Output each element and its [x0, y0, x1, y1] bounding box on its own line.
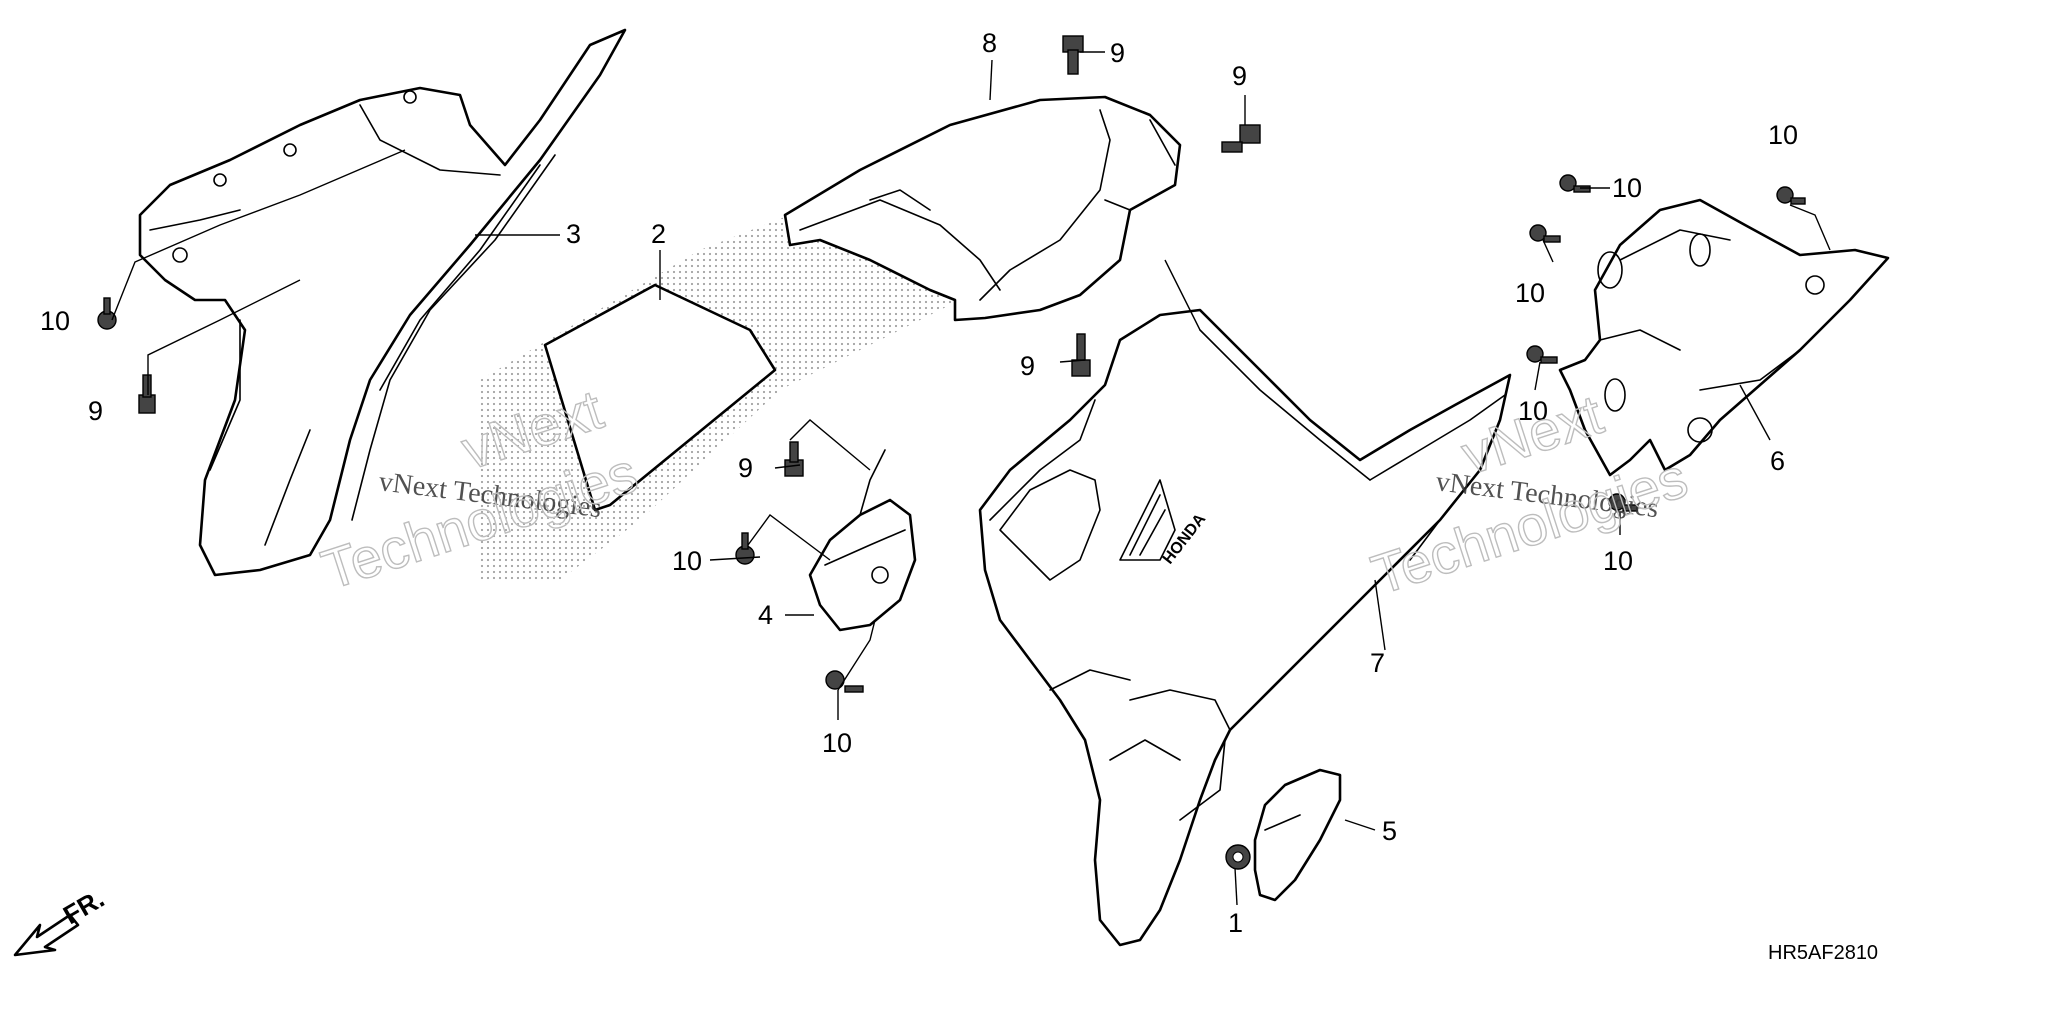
- bolt-9-mid: [1071, 333, 1091, 377]
- bolt-9-right: [1221, 124, 1261, 153]
- callout-screw-9-mid: 9: [1020, 351, 1035, 381]
- screw-10-left: [97, 297, 117, 330]
- front-direction-arrow-icon: FR.: [13, 883, 109, 957]
- callout-screw-9-center: 9: [738, 453, 753, 483]
- part-6-right-side-cover: [1558, 198, 1890, 477]
- screw-10-r2: [1529, 224, 1561, 243]
- screw-10-r3: [1526, 345, 1558, 364]
- callout-part-7: 7: [1370, 648, 1385, 678]
- screw-10-r5: [1776, 186, 1806, 205]
- callout-screw-10-r2: 10: [1515, 278, 1545, 308]
- screw-10-bottom: [825, 670, 864, 693]
- part-3-left-side-cover: [138, 28, 627, 577]
- diagram-code: HR5AF2810: [1768, 942, 1878, 964]
- callout-screw-9-left: 9: [88, 396, 103, 426]
- part-2-panel: [543, 283, 777, 512]
- screw-10-r1: [1559, 174, 1591, 193]
- bolt-9-top: [1062, 35, 1084, 75]
- callout-part-5: 5: [1382, 816, 1397, 846]
- callout-part-3: 3: [566, 219, 581, 249]
- screw-10-r4: [1608, 493, 1638, 512]
- callout-part-8: 8: [982, 28, 997, 58]
- callout-screw-10-r5: 10: [1768, 120, 1798, 150]
- callout-part-6: 6: [1770, 446, 1785, 476]
- part-8-upper-cover: [783, 95, 1182, 322]
- callout-part-1: 1: [1228, 908, 1243, 938]
- callout-screw-10-left: 10: [40, 306, 70, 336]
- part-5-lid: [1253, 768, 1342, 902]
- watermark-left: vNext Technologies vNext Technologies: [314, 376, 646, 602]
- callout-screw-10-bottom: 10: [822, 728, 852, 758]
- callout-screw-10-center: 10: [672, 546, 702, 576]
- bolt-9-left: [138, 374, 156, 414]
- callout-part-4: 4: [758, 600, 773, 630]
- callout-screw-9-top: 9: [1110, 38, 1125, 68]
- callout-screw-10-r1: 10: [1612, 173, 1642, 203]
- fasteners: [97, 35, 1806, 693]
- callout-screw-10-r3: 10: [1518, 396, 1548, 426]
- callout-screw-9-right: 9: [1232, 61, 1247, 91]
- bolt-9-center: [784, 441, 804, 477]
- leader-lines: [111, 51, 1831, 906]
- callout-screw-10-r4: 10: [1603, 546, 1633, 576]
- screw-10-center: [735, 532, 755, 565]
- callouts: 1 2 3 4 5 6 7 8 9 9 9 9 9 10 10 10 10 10…: [40, 28, 1798, 938]
- part-4-bracket-cover: [808, 449, 917, 632]
- part-7-body-cover: HONDA: [978, 308, 1512, 947]
- callout-part-2: 2: [651, 219, 666, 249]
